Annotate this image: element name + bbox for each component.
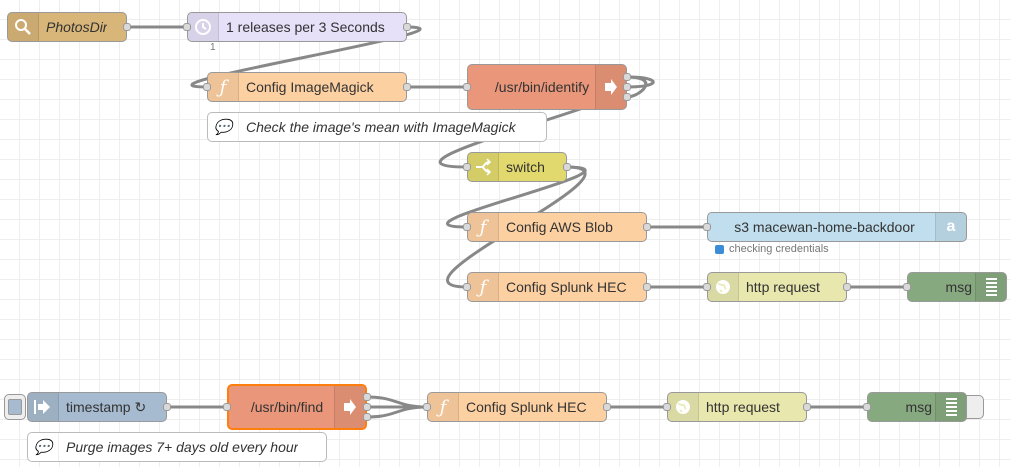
inject-button[interactable] — [4, 394, 26, 420]
node-label: msg — [945, 279, 972, 295]
input-port[interactable] — [223, 403, 231, 411]
comment-text: Check the image's mean with ImageMagick — [246, 119, 516, 135]
function-icon: ƒ — [208, 73, 239, 101]
wire — [366, 405, 428, 419]
input-port[interactable] — [703, 283, 711, 291]
output-port[interactable] — [163, 403, 171, 411]
output-port[interactable] — [843, 283, 851, 291]
input-port[interactable] — [463, 223, 471, 231]
input-port[interactable] — [463, 163, 471, 171]
output-port[interactable] — [803, 403, 811, 411]
status-text: checking credentials — [729, 243, 829, 255]
node-label: timestamp ↻ — [66, 398, 147, 415]
s3-node[interactable]: s3 macewan-home-backdoor a — [703, 212, 967, 242]
switch-node[interactable]: switch — [463, 152, 571, 182]
wire — [438, 105, 587, 169]
list-icon — [975, 273, 1006, 301]
identify-exec-node[interactable]: /usr/bin/identify — [463, 64, 631, 110]
node-label: s3 macewan-home-backdoor — [734, 219, 915, 235]
output-port[interactable] — [643, 223, 651, 231]
debug-node[interactable]: msg — [863, 392, 967, 422]
comment-node[interactable]: 💬 Purge images 7+ days old every hour — [27, 432, 327, 462]
search-icon — [8, 13, 39, 41]
comment-text: Purge images 7+ days old every hour — [66, 439, 299, 455]
output-port[interactable] — [123, 23, 131, 31]
photos-dir-node[interactable]: PhotosDir — [7, 12, 131, 42]
amazon-icon: a — [935, 213, 966, 241]
node-label: 1 releases per 3 Seconds — [226, 19, 385, 35]
output-port[interactable] — [363, 413, 371, 421]
output-port[interactable] — [603, 403, 611, 411]
node-label: Config AWS Blob — [506, 219, 613, 235]
globe-icon — [668, 393, 699, 421]
node-label: switch — [506, 159, 545, 175]
timer-icon — [188, 13, 219, 41]
node-label: msg — [905, 399, 932, 415]
output-port[interactable] — [363, 403, 371, 411]
output-port[interactable] — [623, 73, 631, 81]
config-imagemagick-node[interactable]: ƒ Config ImageMagick — [203, 72, 411, 102]
input-port[interactable] — [663, 403, 671, 411]
output-port[interactable] — [623, 83, 631, 91]
input-port[interactable] — [463, 283, 471, 291]
input-port[interactable] — [903, 283, 911, 291]
node-label: /usr/bin/identify — [494, 79, 590, 95]
node-label: http request — [746, 279, 820, 295]
config-splunk-hec-node[interactable]: ƒ Config Splunk HEC — [423, 392, 611, 422]
config-splunk-hec-node[interactable]: ƒ Config Splunk HEC — [463, 272, 651, 302]
http-request-node[interactable]: http request — [703, 272, 851, 302]
input-port[interactable] — [423, 403, 431, 411]
input-port[interactable] — [863, 403, 871, 411]
globe-icon — [708, 273, 739, 301]
output-port[interactable] — [643, 283, 651, 291]
node-label: http request — [706, 399, 780, 415]
http-request-node[interactable]: http request — [663, 392, 811, 422]
status-dot-icon — [715, 244, 724, 254]
delay-node[interactable]: 1 releases per 3 Seconds — [183, 12, 411, 42]
input-port[interactable] — [203, 83, 211, 91]
input-port[interactable] — [183, 23, 191, 31]
node-label: Config Splunk HEC — [466, 399, 587, 415]
function-icon: ƒ — [428, 393, 459, 421]
switch-icon — [468, 153, 499, 181]
inject-arrow-icon — [28, 393, 59, 421]
find-exec-node[interactable]: /usr/bin/find — [223, 384, 371, 430]
output-port[interactable] — [403, 23, 411, 31]
output-port[interactable] — [563, 163, 571, 171]
comment-icon: 💬 — [208, 113, 239, 141]
node-label: PhotosDir — [46, 19, 108, 35]
comment-node[interactable]: 💬 Check the image's mean with ImageMagic… — [207, 112, 547, 142]
debug-node[interactable]: msg — [903, 272, 1007, 302]
arrow-right-icon — [595, 65, 626, 109]
list-icon — [935, 393, 966, 421]
output-port[interactable] — [403, 83, 411, 91]
node-label: Config Splunk HEC — [506, 279, 627, 295]
node-label: /usr/bin/find — [250, 399, 324, 415]
function-icon: ƒ — [468, 273, 499, 301]
timestamp-inject-node[interactable]: timestamp ↻ — [27, 392, 171, 422]
comment-icon: 💬 — [28, 433, 59, 461]
arrow-right-icon — [334, 386, 365, 428]
output-port[interactable] — [363, 393, 371, 401]
delay-counter: 1 — [210, 42, 216, 53]
wire — [190, 25, 422, 89]
node-label: Config ImageMagick — [246, 79, 374, 95]
output-port[interactable] — [623, 93, 631, 101]
input-port[interactable] — [703, 223, 711, 231]
s3-status: checking credentials — [715, 243, 829, 255]
config-aws-blob-node[interactable]: ƒ Config AWS Blob — [463, 212, 651, 242]
debug-toggle-button[interactable] — [966, 395, 984, 419]
function-icon: ƒ — [468, 213, 499, 241]
input-port[interactable] — [463, 83, 471, 91]
